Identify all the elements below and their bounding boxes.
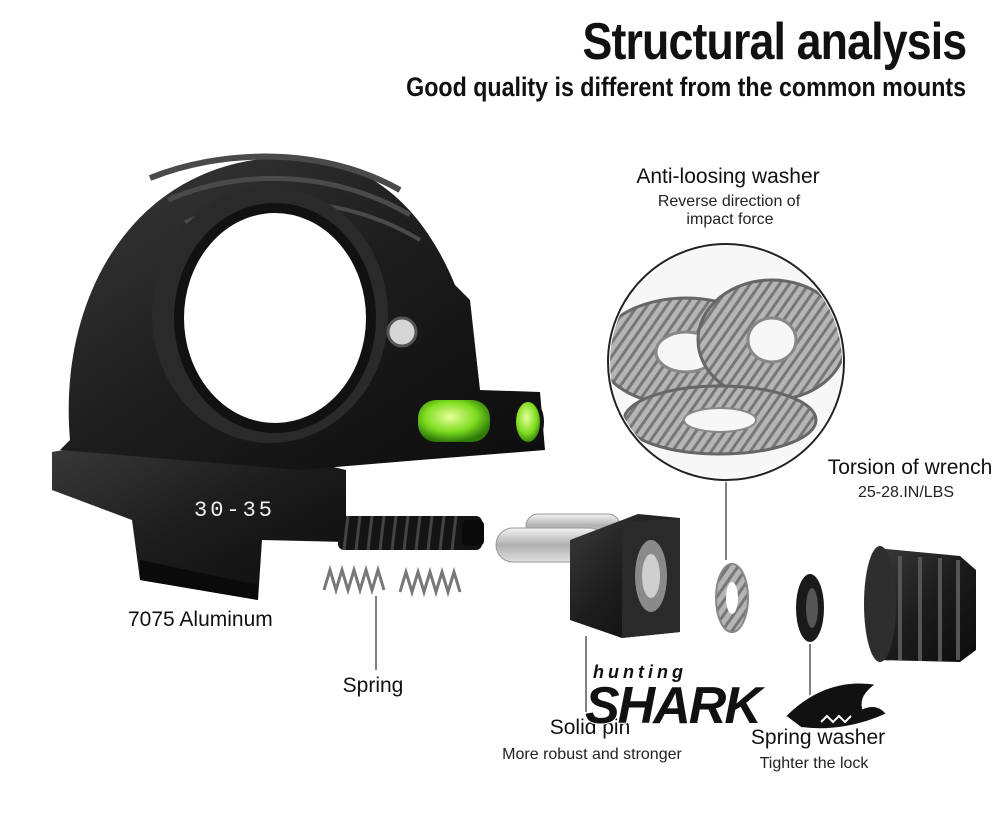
shark-icon: [783, 681, 889, 731]
page-subtitle: Good quality is different from the commo…: [406, 72, 966, 102]
spring-washer-callout-title: Spring washer: [750, 726, 886, 749]
torsion-callout-value: 25-28.IN/LBS: [857, 484, 955, 501]
aluminum-callout-title: 7075 Aluminum: [128, 608, 273, 631]
washer-callout-line2: impact force: [686, 211, 774, 228]
pin-callout-title: Solid pin: [549, 716, 631, 739]
spring-washer-callout-desc: Tighter the lock: [759, 755, 869, 772]
springs: [322, 564, 462, 598]
pin-block: [570, 514, 680, 638]
washer-zoom-circle: [607, 243, 845, 481]
logo-big-text: SHARK: [584, 676, 763, 736]
spring-callout-title: Spring: [342, 674, 404, 697]
washer-callout-title: Anti-loosing washer: [636, 165, 820, 188]
torsion-callout-title: Torsion of wrench: [827, 456, 993, 479]
pin-callout-desc: More robust and stronger: [502, 746, 682, 763]
logo-small-text: hunting: [593, 662, 687, 682]
screw: [338, 515, 484, 551]
mount-size-engraving: 30-35: [194, 498, 276, 523]
hunting-shark-logo: hunting SHARK: [584, 662, 895, 742]
page-title: Structural analysis: [582, 13, 967, 71]
torsion-nut: [864, 546, 976, 662]
scope-ring-mount: [52, 153, 545, 600]
washer-callout-line1: Reverse direction of: [657, 193, 801, 210]
leader-lines: [375, 482, 811, 722]
